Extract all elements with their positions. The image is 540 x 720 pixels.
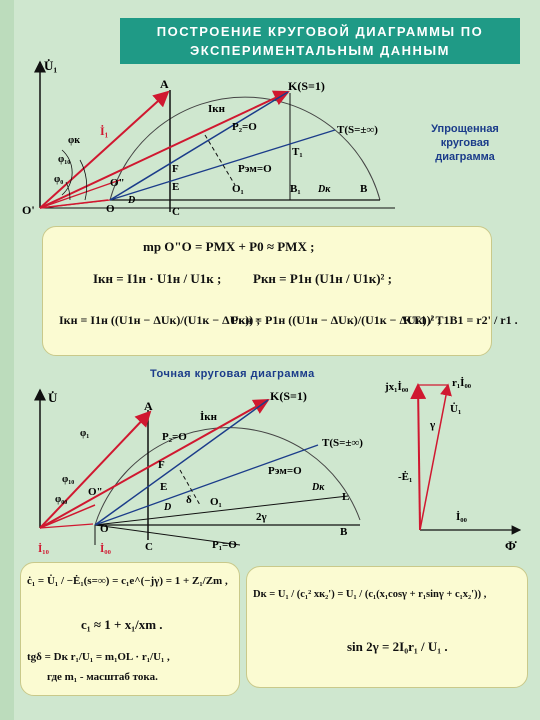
point-o12-label: O₁ [210,496,222,508]
caption-line-2: круговая [440,137,490,149]
point-e-label: E [172,181,179,193]
ikn2-label: İкн [200,411,218,423]
formula-kt1-ratio: KT1 / T1B1 = r2' / r1 . [403,313,518,327]
point-o2-label: O" [110,177,125,189]
title-banner: ПОСТРОЕНИЕ КРУГОВОЙ ДИАГРАММЫ ПО ЭКСПЕРИ… [120,18,520,64]
dk-label: Dк [317,184,331,195]
point-e2-label: E [160,481,167,493]
phik-angle-label: φк [68,135,80,146]
p1-line-label: P₁=O [212,539,237,551]
caption-line-3: диаграмма [435,151,495,163]
two-gamma-label: 2γ [256,511,267,523]
point-k2-label: K(S=1) [270,389,307,403]
formula-pkn-corrected: Pкн = P1н ((U1н − ΔUк)/(U1к − ΔUк))² ; [231,313,442,327]
e1-phasor-label: -Ė₁ [398,471,412,483]
u1-phasor-label: U̇₁ [450,402,461,415]
left-edge-bar [0,0,14,720]
point-k-label: K(S=1) [288,79,325,93]
pem-line-label: Pэм=O [238,163,272,175]
point-b1-label: B₁ [290,183,301,195]
point-f2-label: F [158,459,165,471]
formula-box-2: ċ₁ = U̇₁ / −Ė₁(s=∞) = c₁e^(−jγ) = 1 + Z₁… [20,562,240,696]
phi1-angle-label: φ₁ [80,428,89,439]
delta-angle-label: δ [186,494,192,506]
point-o3-label: O [100,523,109,535]
point-o1-label: O₁ [232,183,244,195]
formula-pkn: Pкн = P1н (U1н / U1к)² ; [253,271,393,286]
formula-dk: Dк = U₁ / (c₁² xк₂') = U₁ / (c₁(x₁cosγ +… [253,589,487,600]
formula-mp-oo: mp O"O = PMX + P0 ≈ PMX ; [143,239,315,254]
point-o2b-label: O" [88,486,103,498]
d2-label: D [163,502,171,513]
i00-vector-label: İ₀₀ [100,543,112,555]
p2-line-label: P₂=O [232,121,257,133]
title-line-1: ПОСТРОЕНИЕ КРУГОВОЙ ДИАГРАММЫ ПО [156,24,484,39]
phi0-angle-label: φ₀ [54,174,63,185]
u1-axis-label: U̇₁ [44,58,57,73]
pem-line2-label: Pэм=O [268,465,302,477]
point-t-label: T(S=±∞) [337,124,378,136]
p2-line2-label: P₂=O [162,431,187,443]
gamma-label: γ [429,419,435,431]
caption-line-1: Упрощенная [431,123,499,135]
u-axis-label: U̇ [48,390,58,405]
point-a-label: A [160,77,169,91]
point-t2-label: T(S=±∞) [322,437,363,449]
point-b-label: B [360,183,368,195]
i10-vector-label: İ₁₀ [38,543,50,555]
point-l-label: L [342,491,349,503]
phi10-angle-label: φ₁₀ [58,154,70,165]
i1-vector-label: İ₁ [100,124,109,138]
point-o-label: O [106,203,115,215]
point-f-label: F [172,163,179,175]
r1i00-label: r₁İ₀₀ [452,377,472,389]
d-label: D [127,195,135,206]
formula-box-3: Dк = U₁ / (c₁² xк₂') = U₁ / (c₁(x₁cosγ +… [246,566,528,688]
formula-c1: ċ₁ = U̇₁ / −Ė₁(s=∞) = c₁e^(−jγ) = 1 + Z₁… [27,575,228,587]
point-oprime-label: O' [22,203,35,217]
title-line-2: ЭКСПЕРИМЕНТАЛЬНЫМ ДАННЫМ [190,43,450,58]
i00-phasor-label: İ₀₀ [456,511,468,523]
point-c-label: C [172,206,180,218]
phi-flux-label: Φ̇ [505,538,517,553]
formula-ikn: Iкн = I1н · U1н / U1к ; [93,271,222,286]
dk2-label: Dк [311,482,325,493]
point-b2-label: B [340,526,348,538]
formula-note: где m₁ - масштаб тока. [47,671,158,683]
point-t1-label: T₁ [292,146,303,158]
jx1i00-label: jx₁İ₀₀ [384,381,409,393]
formula-tg-delta: tgδ = Dк r₁/U₁ = m₁OL · r₁/U₁ , [27,651,170,663]
phi10-angle2-label: φ₁₀ [62,474,74,485]
ikn-label: Iкн [208,103,226,115]
formula-c1-approx: c₁ ≈ 1 + x₁/xm . [81,617,163,632]
formula-ikn-corrected: Iкн = I1н ((U1н − ΔUк)/(U1к − ΔUк)) ; [59,313,261,327]
phi00-angle-label: φ₀₀ [55,494,67,505]
simplified-diagram-caption: Упрощенная круговая диаграмма [405,122,525,164]
formula-sin2g: sin 2γ = 2I₀r₁ / U₁ . [347,639,448,654]
exact-diagram-title: Точная круговая диаграмма [150,368,315,380]
point-c2-label: C [145,541,153,553]
formula-box-1: mp O"O = PMX + P0 ≈ PMX ; Iкн = I1н · U1… [42,226,518,356]
point-a2-label: A [144,399,153,413]
